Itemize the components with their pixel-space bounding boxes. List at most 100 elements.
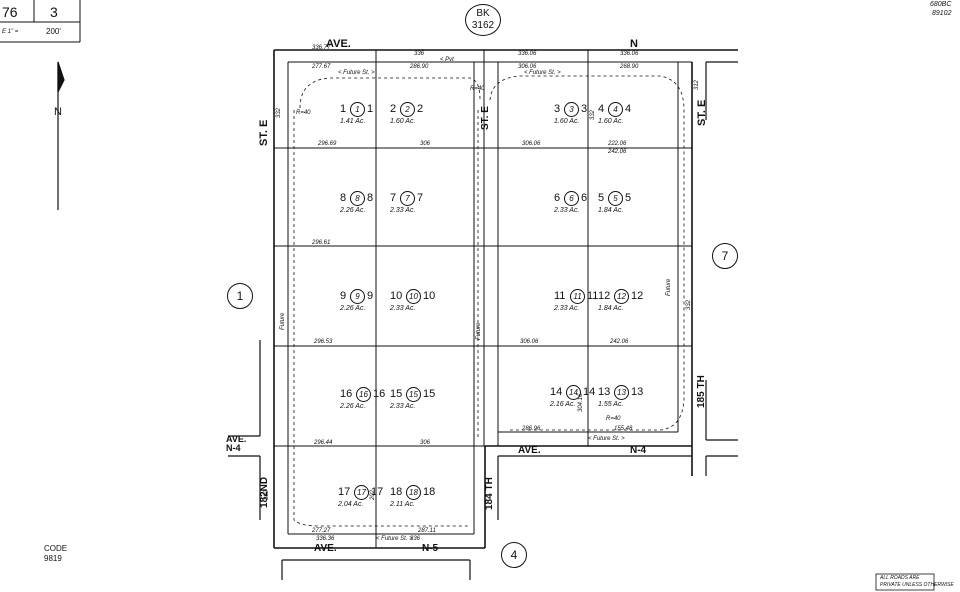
outer-streets bbox=[228, 61, 738, 580]
lot-number: 8 bbox=[340, 192, 347, 204]
lot-number: 2 bbox=[390, 103, 397, 115]
lot-number: 1 bbox=[340, 103, 347, 115]
street-ave-n4-left-2: N-4 bbox=[226, 443, 241, 453]
dim-row5-2: 306 bbox=[420, 440, 431, 446]
dim-side-332-c: 332 bbox=[264, 489, 270, 500]
block-outline bbox=[273, 49, 738, 549]
parcel-number-circle: 3 bbox=[564, 102, 579, 117]
lot-number-secondary: 10 bbox=[423, 290, 436, 302]
lot-number: 17 bbox=[338, 486, 351, 498]
lot-acreage: 2.26 Ac. bbox=[340, 305, 366, 312]
lot-acreage: 1.55 Ac. bbox=[598, 401, 624, 408]
dim-side-332-b: 332 bbox=[686, 299, 692, 310]
lot-acreage: 2.26 Ac. bbox=[340, 403, 366, 410]
lot-acreage: 2.33 Ac. bbox=[390, 207, 416, 214]
parcel-number-circle: 13 bbox=[614, 385, 629, 400]
note-future-st-top-right: < Future St. > bbox=[524, 70, 561, 76]
dim-top-1: 336.77 bbox=[312, 45, 331, 51]
parcel-number-circle: 12 bbox=[614, 289, 629, 304]
street-n-ave-right: N bbox=[630, 38, 638, 50]
lot-number: 6 bbox=[554, 192, 561, 204]
street-st-e-right: ST. E bbox=[696, 99, 708, 126]
lot-number: 9 bbox=[340, 290, 347, 302]
lot-number-secondary: 6 bbox=[581, 192, 588, 204]
lot-number-secondary: 15 bbox=[423, 388, 436, 400]
dim-row3-1: 296.61 bbox=[312, 240, 331, 246]
dim-row1-1: 277.67 bbox=[312, 64, 331, 70]
lot-acreage: 2.16 Ac. bbox=[550, 401, 576, 408]
note-future-mid: Future bbox=[476, 322, 482, 340]
lot-grid bbox=[274, 50, 692, 548]
dim-row5-1: 296.44 bbox=[314, 440, 333, 446]
lot-number-secondary: 11 bbox=[587, 290, 599, 302]
lot-number-secondary: 14 bbox=[583, 386, 596, 398]
dim-row2-5: 242.06 bbox=[608, 149, 627, 155]
dim-row2-4: 222.06 bbox=[608, 141, 627, 147]
dim-row4-3: 306.06 bbox=[520, 339, 539, 345]
lot-number: 15 bbox=[390, 388, 403, 400]
note-future-right: Future bbox=[666, 278, 672, 296]
dim-bot-1: 336.36 bbox=[316, 536, 335, 542]
street-184th: 184 TH bbox=[484, 477, 495, 510]
scale-prefix: E 1" = bbox=[2, 29, 19, 35]
lot-number: 3 bbox=[554, 103, 561, 115]
private-road-lines bbox=[293, 75, 685, 527]
lot-acreage: 2.33 Ac. bbox=[390, 403, 416, 410]
neighbor-block-bottom: 4 bbox=[501, 542, 527, 568]
parcel-number-circle: 7 bbox=[400, 191, 415, 206]
corner-code-bottom: 89102 bbox=[932, 10, 952, 17]
street-ave-n4-right-1: AVE. bbox=[518, 445, 541, 456]
lot-acreage: 2.04 Ac. bbox=[338, 501, 364, 508]
street-st-e-left: ST. E bbox=[258, 119, 270, 146]
neighbor-block-left: 1 bbox=[227, 283, 253, 309]
lot-number-secondary: 17 bbox=[371, 486, 384, 498]
code-label: CODE bbox=[44, 544, 68, 553]
parcel-number-circle: 16 bbox=[356, 387, 371, 402]
parcel-number-circle: 4 bbox=[608, 102, 623, 117]
dim-row5-4: 155.48 bbox=[614, 426, 633, 432]
lot-number: 13 bbox=[598, 386, 611, 398]
dim-top-2: 336 bbox=[414, 51, 425, 57]
north-label: N bbox=[54, 106, 62, 118]
lot-number: 14 bbox=[550, 386, 563, 398]
parcel-number-circle: 10 bbox=[406, 289, 421, 304]
street-185th: 185 TH bbox=[696, 375, 707, 408]
note-future-left: Future bbox=[280, 312, 286, 330]
lot-acreage: 1.41 Ac. bbox=[340, 118, 366, 125]
lot-number: 12 bbox=[598, 290, 611, 302]
lot-number: 5 bbox=[598, 192, 605, 204]
parcel-number-circle: 8 bbox=[350, 191, 365, 206]
lot-acreage: 2.26 Ac. bbox=[340, 207, 366, 214]
lot-number-secondary: 16 bbox=[373, 388, 386, 400]
note-pvt-top: < Pvt bbox=[440, 57, 454, 63]
parcel-number-circle: 6 bbox=[564, 191, 579, 206]
parcel-number-circle: 14 bbox=[566, 385, 581, 400]
book-badge-label: BK bbox=[476, 8, 490, 19]
lot-number-secondary: 7 bbox=[417, 192, 424, 204]
book-page-number: 76 bbox=[2, 4, 18, 20]
parcel-number-circle: 11 bbox=[570, 289, 585, 304]
north-arrow-icon bbox=[57, 61, 65, 210]
lot-number: 7 bbox=[390, 192, 397, 204]
dim-row2-2: 306 bbox=[420, 141, 431, 147]
dim-side-332-d: 332 bbox=[590, 109, 596, 120]
lot-number-secondary: 2 bbox=[417, 103, 424, 115]
dim-row1-3: 306.06 bbox=[518, 64, 537, 70]
dim-row4-4: 242.06 bbox=[610, 339, 629, 345]
lot-number-secondary: 5 bbox=[625, 192, 632, 204]
lot-number: 4 bbox=[598, 103, 605, 115]
lot-number: 11 bbox=[554, 290, 566, 302]
code-value: 9819 bbox=[44, 554, 62, 563]
lot-number-secondary: 9 bbox=[367, 290, 374, 302]
stamp-line-2: PRIVATE UNLESS OTHERWISE bbox=[880, 582, 954, 588]
lot-acreage: 2.33 Ac. bbox=[554, 207, 580, 214]
header-box bbox=[0, 0, 81, 43]
dim-row6-1: 277.27 bbox=[312, 528, 331, 534]
lot-number: 10 bbox=[390, 290, 403, 302]
book-badge-number: 3162 bbox=[471, 20, 495, 31]
note-future-st-bottom: < Future St. > bbox=[376, 536, 413, 542]
street-ave-n4-right-2: N-4 bbox=[630, 445, 647, 456]
lot-number-secondary: 8 bbox=[367, 192, 374, 204]
lot-acreage: 1.60 Ac. bbox=[554, 118, 580, 125]
